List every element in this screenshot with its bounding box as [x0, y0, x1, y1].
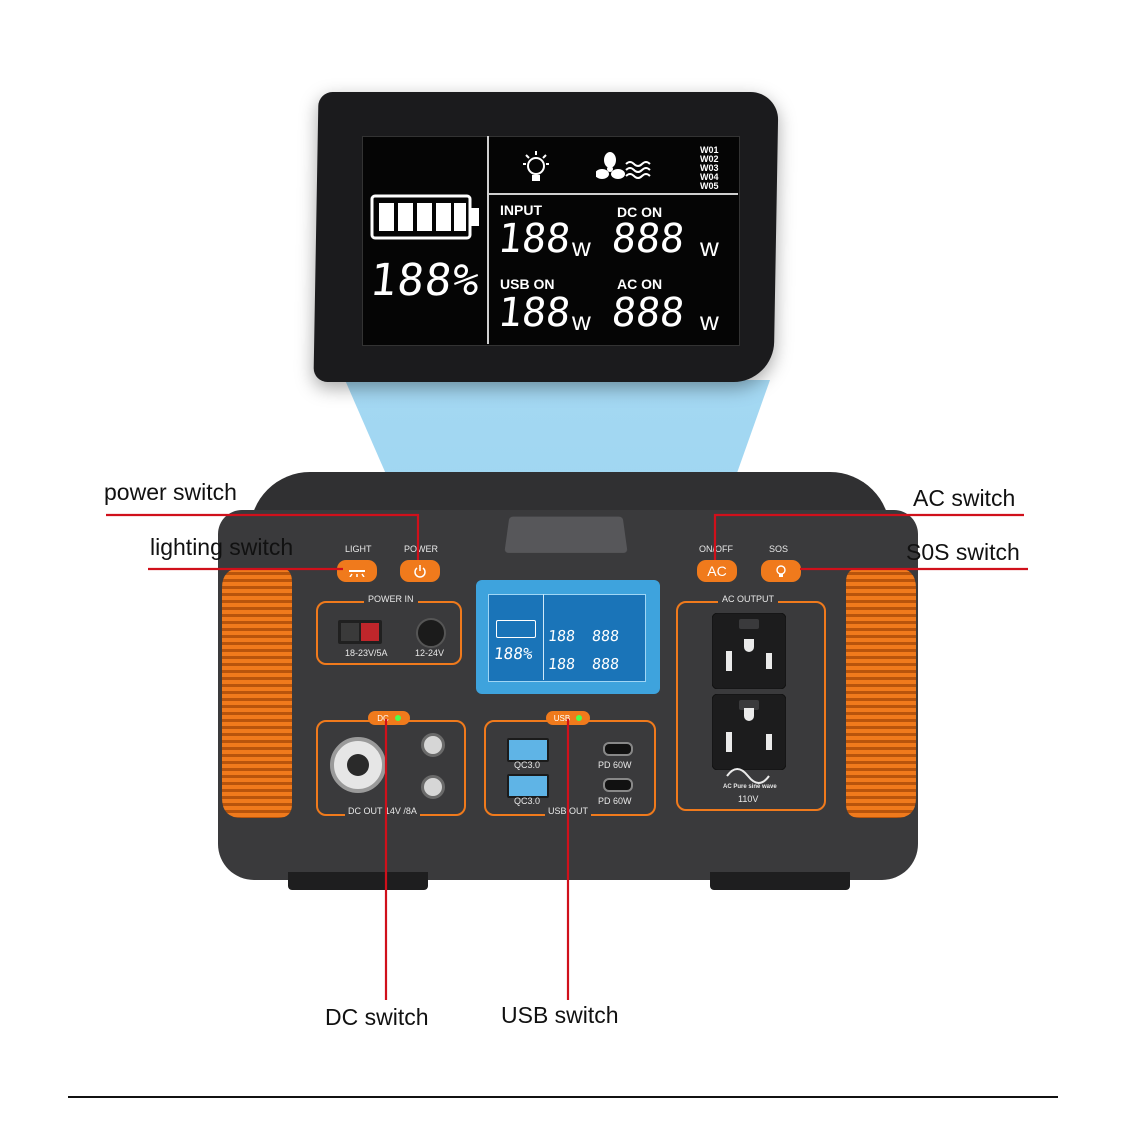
- callout-power-switch: power switch: [104, 479, 237, 506]
- callout-sos-switch: S0S switch: [906, 539, 1020, 566]
- callout-dc-switch: DC switch: [325, 1004, 429, 1031]
- callout-ac-switch: AC switch: [913, 485, 1015, 512]
- bottom-rule: [68, 1096, 1058, 1098]
- callout-lighting-switch: lighting switch: [150, 534, 293, 561]
- callout-usb-switch: USB switch: [501, 1002, 619, 1029]
